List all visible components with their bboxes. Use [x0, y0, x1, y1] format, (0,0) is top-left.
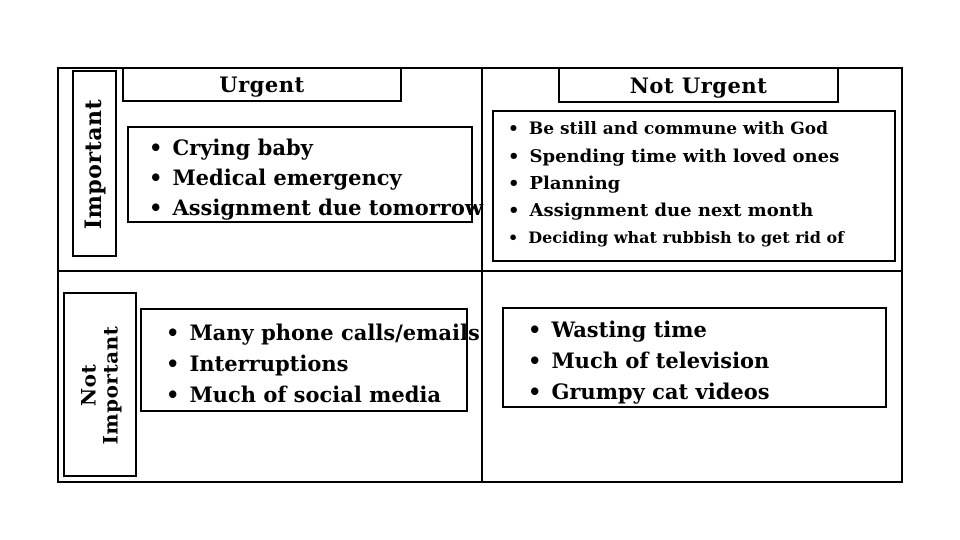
quadrant-not-important-not-urgent: • Wasting time • Much of television • Grumpy … — [502, 307, 887, 408]
column-header-urgent-label: Urgent — [219, 72, 305, 97]
list-item-text: Spending time with loved ones — [529, 146, 840, 167]
list-item: • Assignment due next month — [508, 197, 894, 224]
bullet-icon: • — [166, 382, 180, 407]
list-item: • Medical emergency — [149, 163, 471, 193]
column-header-not-urgent-label: Not Urgent — [629, 72, 768, 98]
bullet-icon: • — [166, 320, 180, 345]
bullet-icon: • — [166, 351, 180, 376]
list-item: • Grumpy cat videos — [528, 376, 885, 407]
row-label-not-important: Not Important — [63, 292, 137, 477]
list-item-text: Much of television — [551, 348, 770, 373]
bullet-icon: • — [508, 119, 519, 139]
list-item-text: Be still and commune with God — [528, 119, 828, 139]
list-item: • Wasting time — [528, 314, 885, 345]
list-item: • Assignment due tomorrow — [149, 193, 483, 223]
bullet-icon: • — [508, 146, 520, 167]
row-label-important: Important — [72, 70, 117, 257]
list-item-text: Wasting time — [551, 317, 707, 342]
bullet-icon: • — [508, 173, 520, 194]
list-item-text: Assignment due tomorrow — [172, 195, 483, 220]
list-item: • Much of social media — [166, 379, 466, 410]
list-item: • Planning — [508, 170, 894, 197]
bullet-icon: • — [528, 317, 542, 342]
quadrant-important-not-urgent: • Be still and commune with God • Spending … — [492, 110, 896, 262]
list-item: • Crying baby — [149, 133, 471, 163]
bullet-icon: • — [528, 348, 542, 373]
horizontal-divider — [57, 270, 903, 272]
list-item-text: Much of social media — [189, 382, 442, 407]
bullet-icon: • — [149, 165, 163, 190]
row-label-not-important-text: Not Important — [76, 325, 122, 444]
matrix-outer-border — [57, 67, 903, 483]
list-item: • Interruptions — [166, 348, 466, 379]
list-item-text: Assignment due next month — [529, 200, 814, 221]
list-item-text: Deciding what rubbish to get rid of — [528, 228, 845, 247]
bullet-icon: • — [149, 135, 163, 160]
bullet-icon: • — [149, 195, 163, 220]
row-label-text-line: Not — [76, 363, 101, 406]
list-item-text: Crying baby — [172, 135, 313, 160]
list-item: • Deciding what rubbish to get rid of — [508, 224, 894, 251]
list-item-text: Planning — [529, 173, 621, 194]
row-label-text-line: Important — [80, 98, 107, 229]
bullet-icon: • — [508, 228, 519, 247]
list-item-text: Interruptions — [189, 351, 349, 376]
list-item-text: Medical emergency — [172, 165, 402, 190]
column-header-urgent: Urgent — [122, 67, 402, 102]
list-item: • Be still and commune with God — [508, 116, 894, 143]
list-item: • Many phone calls/emails — [166, 317, 480, 348]
column-header-not-urgent: Not Urgent — [558, 67, 839, 103]
list-item: • Spending time with loved ones — [508, 143, 894, 170]
bullet-icon: • — [528, 379, 542, 404]
quadrant-important-urgent: • Crying baby • Medical emergency • Assignmen… — [127, 126, 483, 223]
list-item-text: Grumpy cat videos — [551, 379, 770, 404]
row-label-important-text: Important — [80, 98, 107, 229]
list-item-text: Many phone calls/emails — [189, 320, 480, 345]
quadrant-not-important-urgent: • Many phone calls/emails • Interruptions • M… — [140, 308, 480, 412]
list-item: • Much of television — [528, 345, 885, 376]
bullet-icon: • — [508, 200, 520, 221]
vertical-divider — [481, 67, 483, 483]
row-label-text-line: Important — [98, 325, 122, 444]
